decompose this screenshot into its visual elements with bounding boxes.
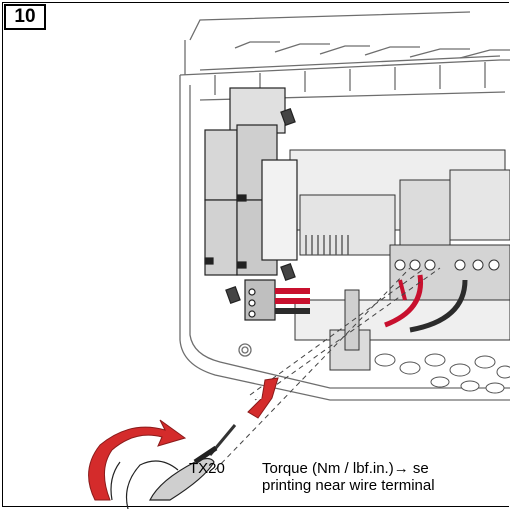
inverter-housing bbox=[179, 11, 510, 401]
screwdriver-icon bbox=[149, 424, 237, 501]
surge-protection-module bbox=[204, 87, 310, 321]
torque-caption-line1: Torque (Nm / lbf.in.)→ se bbox=[262, 460, 429, 477]
terminal-block bbox=[289, 149, 510, 371]
callout-number: 1 bbox=[255, 388, 262, 402]
tool-size-label: TX20 bbox=[189, 460, 225, 477]
torque-caption-line2: printing near wire terminal bbox=[262, 477, 435, 494]
rotation-arrow-icon bbox=[88, 419, 187, 509]
step-number-badge: 10 bbox=[4, 4, 46, 30]
wiring bbox=[384, 274, 468, 333]
guide-lines bbox=[214, 267, 441, 471]
insert-arrow-icon bbox=[247, 377, 279, 419]
cable-glands bbox=[374, 353, 510, 394]
